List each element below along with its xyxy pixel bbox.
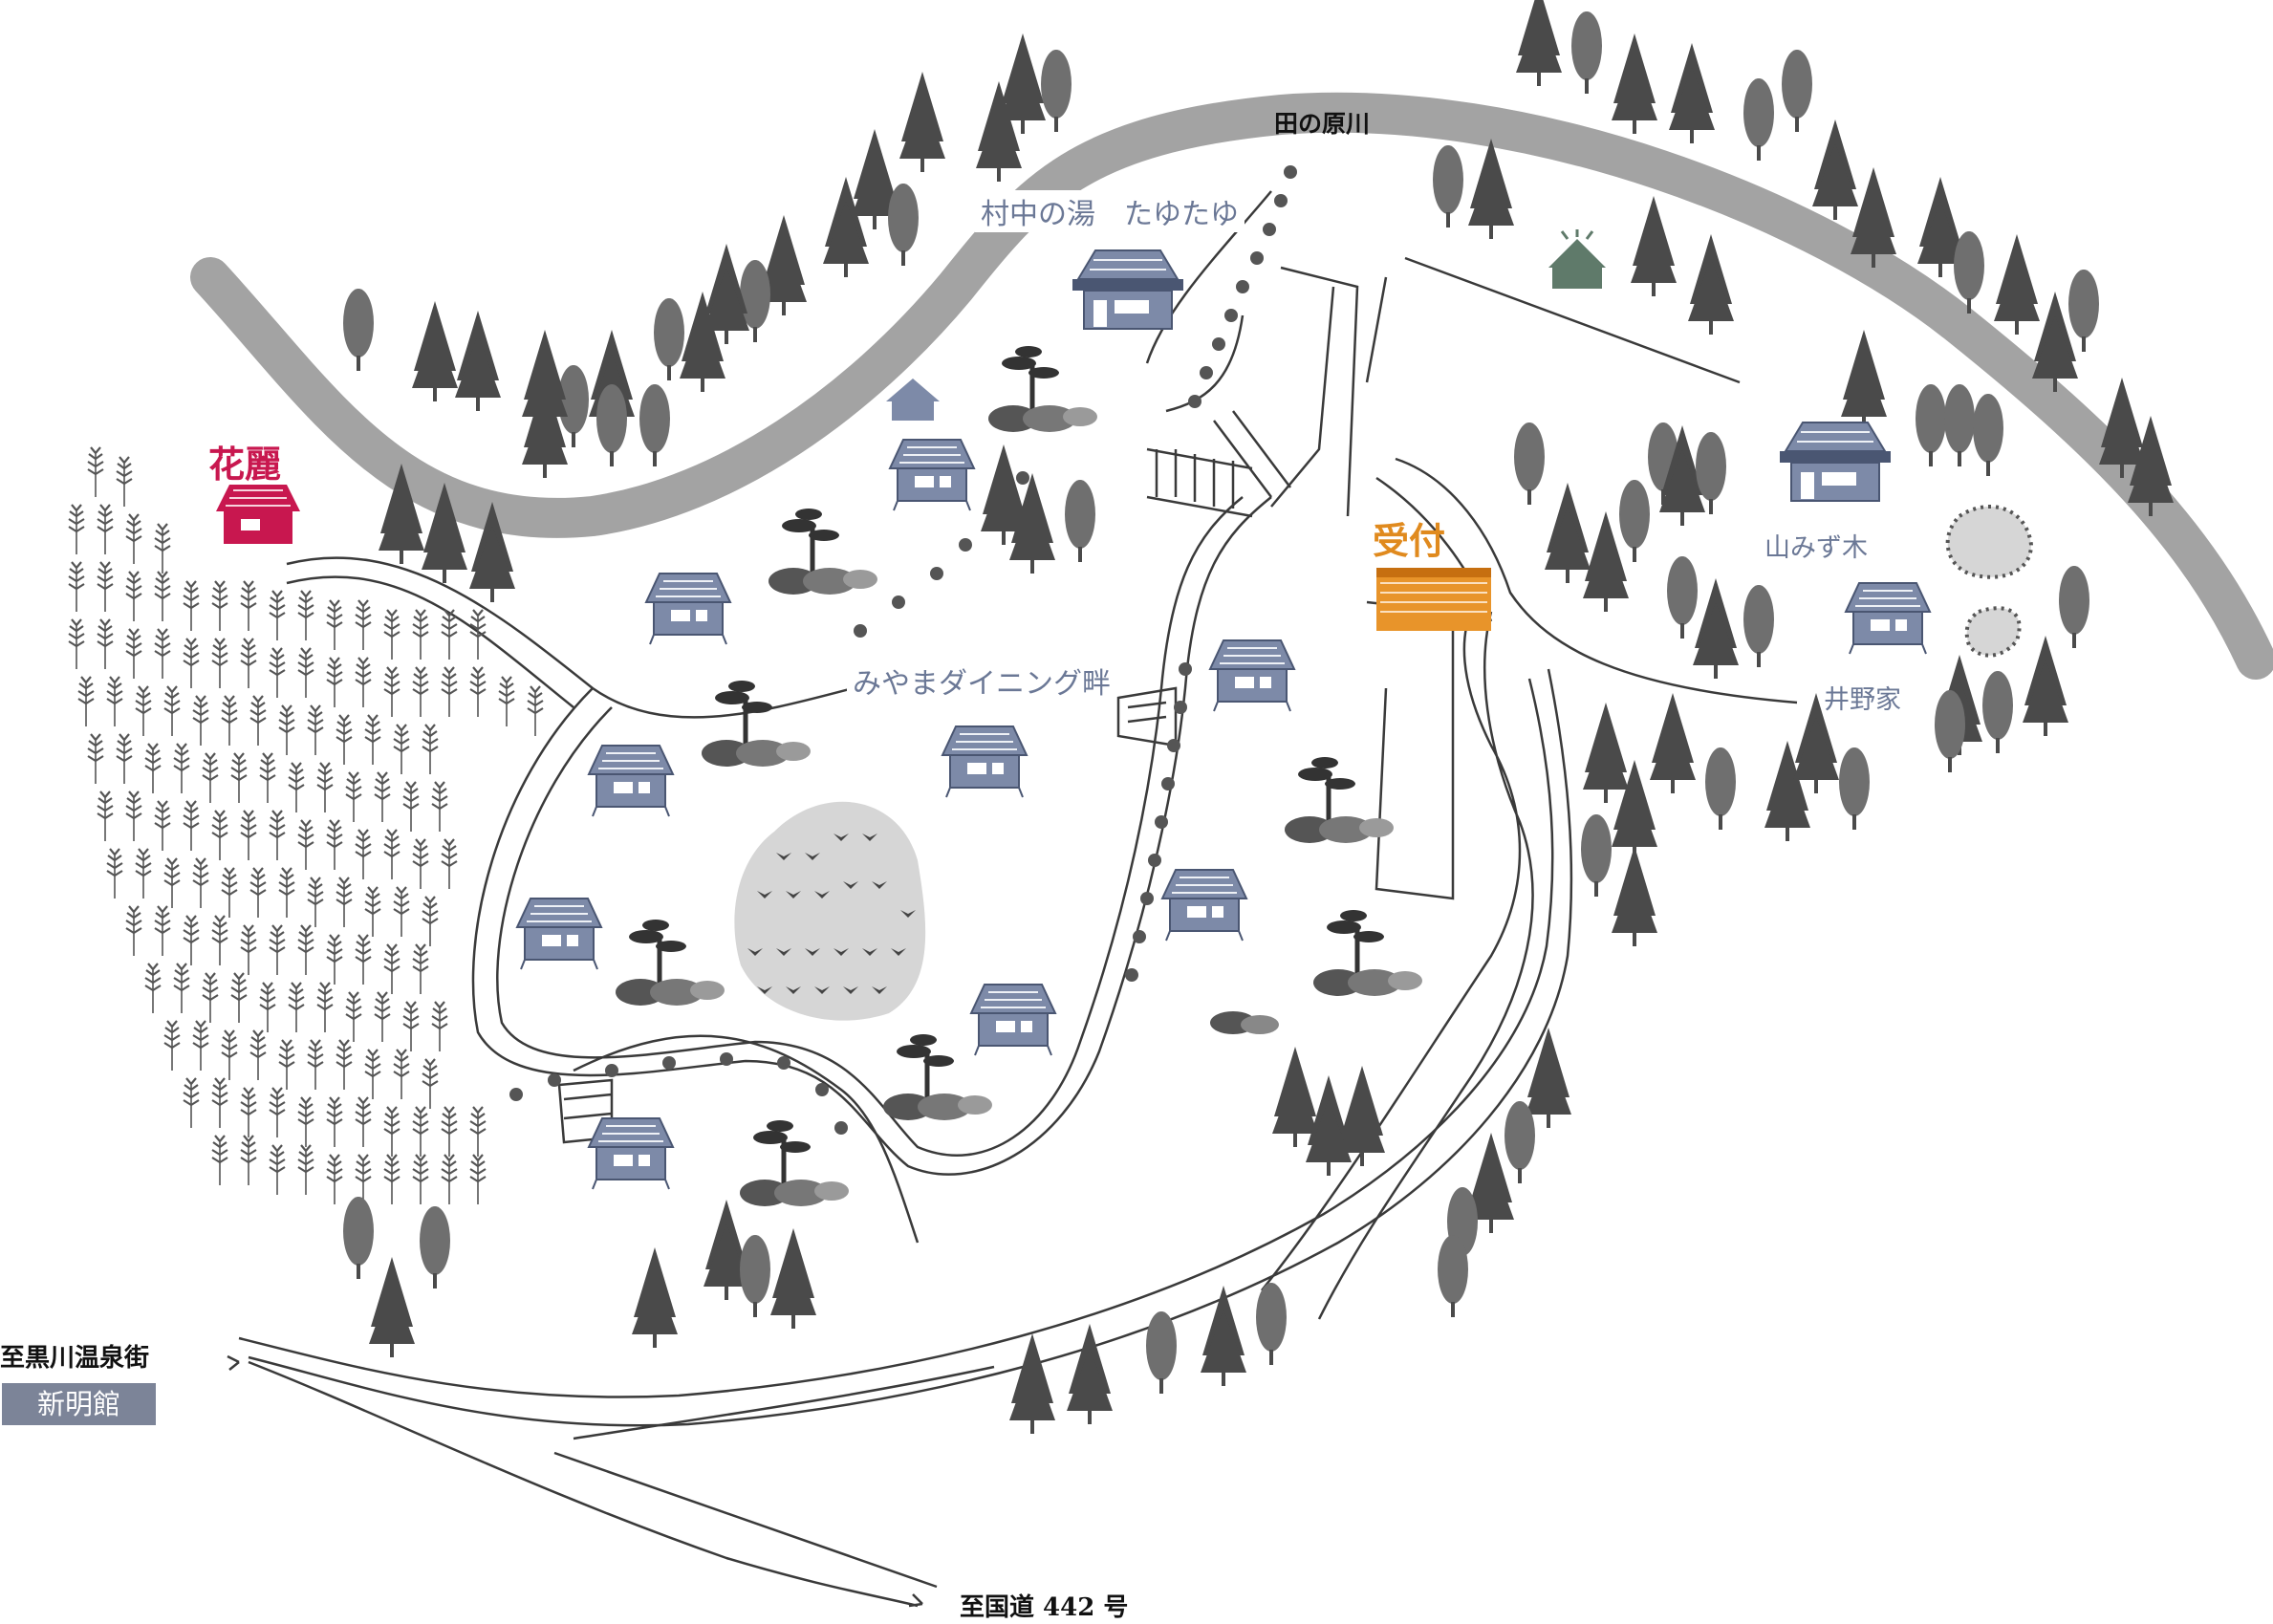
hanarei-building[interactable] bbox=[216, 485, 300, 544]
river-label: 田の原川 bbox=[1274, 110, 1371, 138]
reception-label[interactable]: 受付 bbox=[1373, 519, 1446, 562]
tayutayu-bath-label[interactable]: 村中の湯 たゆたゆ bbox=[975, 190, 1245, 232]
river bbox=[190, 92, 2273, 680]
hanarei-label[interactable]: 花麗 bbox=[208, 443, 282, 486]
route442-direction-label: 至国道 442 号 bbox=[960, 1593, 1129, 1622]
rock-garden-1 bbox=[1945, 505, 2034, 579]
forest bbox=[343, 0, 2174, 1434]
yamamizuki-label[interactable]: 山みず木 bbox=[1764, 533, 1868, 563]
hedges bbox=[509, 165, 1297, 1135]
tea-field bbox=[734, 801, 926, 1021]
shinmeikan-badge[interactable]: 新明館 bbox=[2, 1383, 156, 1425]
uketsuke-building[interactable] bbox=[1376, 568, 1491, 631]
rock-garden-2 bbox=[1964, 606, 2022, 658]
dining-label[interactable]: みやまダイニング畔 bbox=[847, 660, 1116, 702]
kurokawa-direction-label: 至黒川温泉街 bbox=[0, 1344, 150, 1373]
green-house bbox=[1548, 229, 1606, 289]
bridges bbox=[557, 447, 1253, 1144]
direction-arrows bbox=[227, 1354, 923, 1608]
tea-plants bbox=[747, 834, 916, 994]
guest-houses bbox=[516, 249, 1931, 1190]
roads bbox=[238, 190, 1798, 1608]
inoya-label[interactable]: 井野家 bbox=[1824, 685, 1901, 715]
